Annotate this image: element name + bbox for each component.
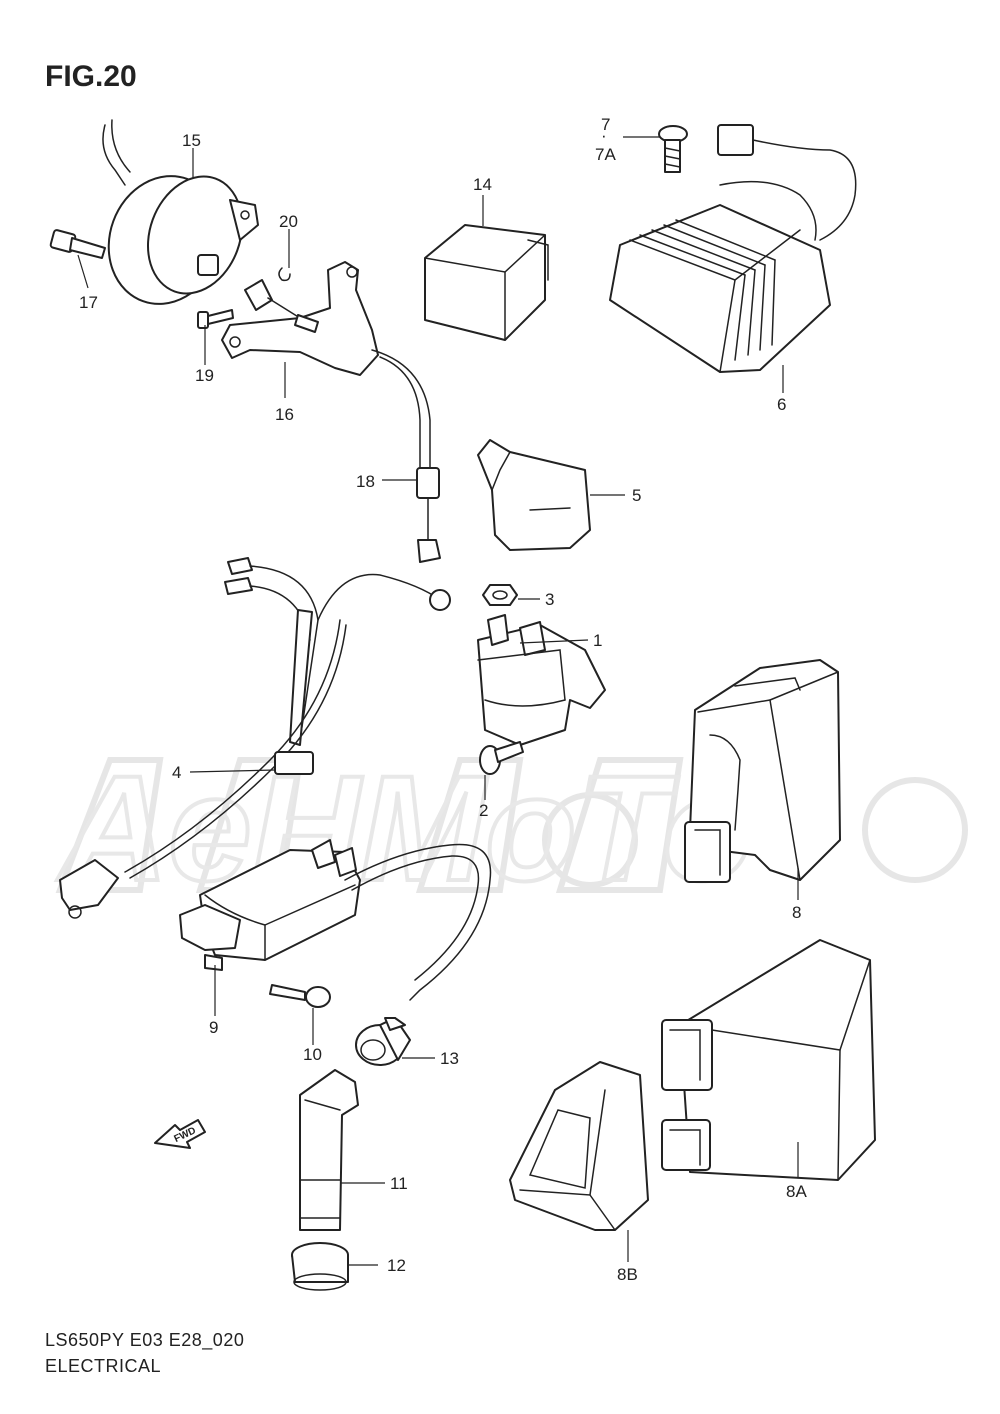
callout-17: 17 [79,293,98,312]
callout-16: 16 [275,405,294,424]
section-name: ELECTRICAL [45,1356,162,1376]
callout-1: 1 [593,631,602,650]
part-13-sleeve [355,1017,411,1066]
part-2-bolt [479,741,524,775]
svg-text:·: · [601,126,607,145]
part-8a-cdi [661,939,876,1181]
part-1-starter-relay [477,614,606,746]
part-8b-holder [509,1061,649,1231]
callout-5: 5 [632,486,641,505]
callout-12: 12 [387,1256,406,1275]
callout-6: 6 [777,395,786,414]
watermark-logo: AeHMoTo [54,742,968,914]
watermark-text: AeHMoTo [56,744,754,912]
part-3-nut [482,584,518,606]
part-18-sensor [416,467,441,563]
part-10-screw [269,984,331,1008]
part-19-screw [197,309,234,329]
callout-14: 14 [473,175,492,194]
callout-7: 7 [601,115,610,134]
part-8-igniter [684,659,841,883]
part-16-bracket [221,261,431,471]
part-5-cap [477,439,591,551]
callout-19: 19 [195,366,214,385]
callout-13: 13 [440,1049,459,1068]
part-7-screw [658,125,688,173]
callout-20: 20 [279,212,298,231]
part-17-bolt [49,229,106,259]
model-code: LS650PY E03 E28_020 [45,1330,245,1350]
callout-18: 18 [356,472,375,491]
part-14-relay [424,224,549,341]
callout-2: 2 [479,801,488,820]
callout-10: 10 [303,1045,322,1064]
leader-lines [77,136,799,1266]
callout-3: 3 [545,590,554,609]
figure-title: FIG.20 [45,60,137,93]
part-20-clip [278,267,291,282]
part-6-regulator [609,124,857,373]
part-15-horn [102,119,259,305]
callout-8b: 8B [617,1265,638,1284]
callout-11: 11 [390,1174,408,1193]
part-11-plug-cap [299,1069,359,1231]
callout-8: 8 [792,903,801,922]
callout-15: 15 [182,131,201,150]
callout-9: 9 [209,1018,218,1037]
part-12-cover [291,1242,349,1291]
callouts: 15 14 7 · 7A 20 17 19 16 6 18 5 3 1 4 2 … [79,115,807,1284]
fwd-arrow: FWD [154,1119,206,1149]
part-9-ignition-coil [179,839,492,1001]
callout-4: 4 [172,763,181,782]
callout-7a: 7A [595,145,616,164]
callout-8a: 8A [786,1182,807,1201]
part-4-harness [59,557,451,919]
